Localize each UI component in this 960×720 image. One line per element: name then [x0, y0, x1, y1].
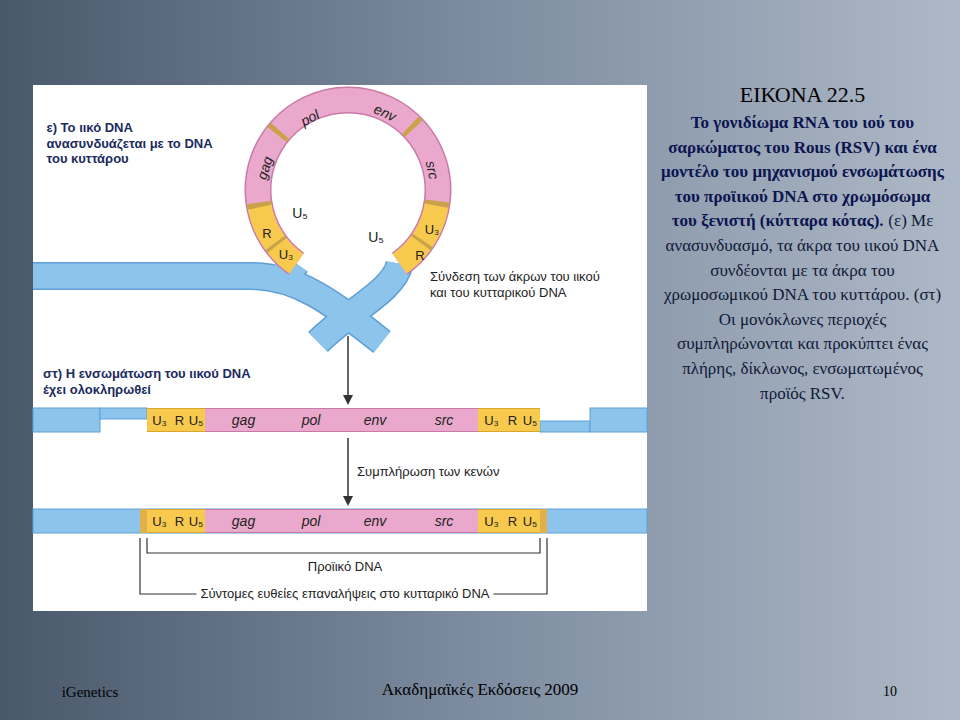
segment-label: pol	[302, 513, 321, 529]
ltr-label: U₃	[279, 247, 294, 263]
segment-label: U₃	[484, 514, 499, 529]
gene-label: env	[371, 101, 398, 126]
page-number: 10	[883, 684, 897, 701]
ltr-label: R	[415, 248, 424, 264]
ltr-segment: R	[505, 509, 520, 533]
direct-repeat	[540, 509, 547, 533]
ltr-segment: R	[172, 408, 187, 432]
arrow-line	[347, 438, 349, 497]
ring-gene-region	[258, 100, 438, 264]
segment-stripe	[275, 243, 277, 246]
segment-label: U₃	[152, 514, 167, 529]
segment-label: U₅	[189, 514, 204, 529]
gene-segment: pol	[282, 408, 340, 432]
segment-label: R	[508, 413, 517, 428]
segment-label: U₃	[484, 413, 499, 428]
segment-stripe	[425, 201, 450, 206]
ltr-label: U₅	[368, 229, 384, 246]
caption-block: Το γονιδίωμα RNA του ιού του σαρκώματος …	[660, 111, 945, 406]
ltr-segment: U₃	[147, 408, 172, 432]
segment-label: R	[175, 514, 184, 529]
segment-label: env	[364, 513, 387, 529]
gene-label: pol	[298, 106, 322, 130]
ltr-segment: U₃	[478, 509, 505, 533]
ltr-segment: U₅	[520, 408, 540, 432]
ltr-segment: U₅	[187, 408, 206, 432]
ltr-segment: R	[172, 509, 187, 533]
gene-segment: gag	[205, 408, 282, 432]
ltr-segment: R	[505, 408, 520, 432]
segment-label: env	[364, 412, 387, 428]
proviral-ring	[258, 100, 438, 264]
figure-title: ΕΙΚΟΝΑ 22.5	[660, 82, 945, 108]
gene-segment: pol	[282, 509, 340, 533]
gene-segment: src	[410, 509, 478, 533]
segment-label: U₅	[523, 514, 538, 529]
gene-segment: env	[340, 509, 410, 533]
direct-repeat	[140, 509, 147, 533]
ltr-label: U₅	[292, 205, 308, 222]
ltr-label: U₃	[425, 222, 440, 238]
segment-label: gag	[232, 412, 255, 428]
ltr-segment: U₃	[147, 509, 172, 533]
dna-strands	[33, 264, 400, 342]
bracket-label: Προϊικό DNA	[308, 559, 382, 575]
segment-label: src	[435, 412, 454, 428]
segment-stripe	[421, 240, 423, 243]
ltr-segment: U₅	[187, 509, 206, 533]
ring-outline	[258, 100, 438, 264]
gene-segment: src	[410, 408, 478, 432]
segment-label: U₅	[189, 413, 204, 428]
step-label: στ) Η ενσωμάτωση του ιικού DNA έχει ολοκ…	[43, 366, 275, 397]
caption-text: (ε) Με ανασυνδυασμό, τα άκρα του ιικού D…	[664, 211, 941, 402]
gene-label: src	[422, 159, 443, 181]
segment-label: R	[175, 413, 184, 428]
gene-segment: env	[340, 408, 410, 432]
ltr-label: R	[262, 226, 271, 242]
process-arrow	[343, 336, 353, 405]
gene-segment: gag	[205, 509, 282, 533]
segment-label: U₃	[152, 413, 167, 428]
segment-label: gag	[232, 513, 255, 529]
segment-label: pol	[302, 412, 321, 428]
arrow-head	[343, 496, 353, 506]
dna-band	[318, 264, 400, 342]
segment-label: R	[508, 514, 517, 529]
step-label: ε) Το ιικό DNA ανασυνδυάζεται με το DNA …	[47, 120, 232, 167]
segment-label: U₅	[523, 413, 538, 428]
ltr-segment: U₅	[520, 509, 540, 533]
segment-stripe	[247, 203, 272, 208]
ltr-region	[259, 206, 296, 264]
cell-dna	[33, 408, 647, 533]
segment-stripe	[411, 125, 414, 128]
segment-stripe	[277, 131, 280, 135]
segment-label: src	[435, 513, 454, 529]
gene-label: gag	[253, 154, 276, 181]
footer-text: iGenetics	[62, 683, 119, 701]
ltr-segment: U₃	[478, 408, 505, 432]
bracket-label: Σύντομες ευθείες επαναλήψεις στο κυτταρι…	[196, 586, 493, 602]
edge-label: Συμπλήρωση των κενών	[357, 463, 499, 478]
annotation: Σύνδεση των άκρων του ιικού και του κυττ…	[430, 269, 610, 300]
process-arrow	[343, 438, 353, 506]
footer-text: Ακαδημαϊκές Εκδόσεις 2009	[382, 680, 579, 700]
